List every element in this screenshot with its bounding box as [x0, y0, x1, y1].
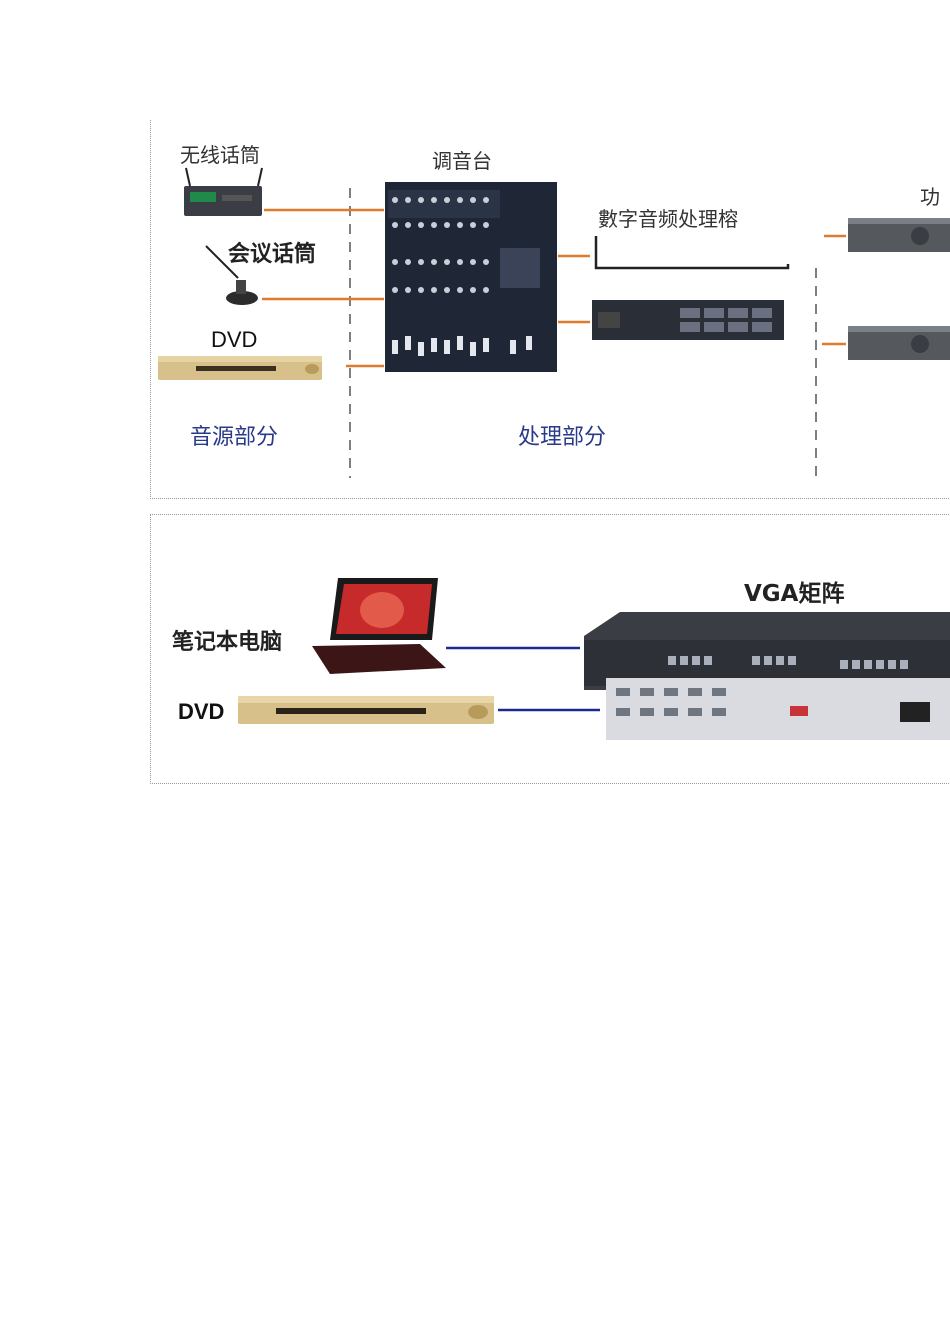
label-mixer: 调音台: [432, 149, 492, 173]
laptop-device: [312, 578, 446, 674]
label-dvd-audio: DVD: [211, 327, 258, 352]
label-amplifier: 功: [920, 185, 940, 209]
video-panel-border: [150, 514, 950, 784]
wireless-mic-receiver: [184, 167, 263, 216]
conference-mic: [205, 245, 258, 305]
dvd-player-video: [238, 696, 494, 724]
vga-matrix-device: [584, 612, 950, 740]
amplifier-1: [848, 218, 950, 252]
label-laptop: 笔记本电脑: [172, 629, 283, 655]
label-source-section: 音源部分: [190, 425, 279, 450]
mixer-device: [385, 182, 557, 372]
label-vga-matrix: VGA矩阵: [744, 581, 845, 607]
label-wireless-mic: 无线话筒: [180, 143, 260, 167]
audio-panel-border: [150, 120, 950, 499]
dvd-player-audio: [158, 356, 322, 380]
audio-cables: [262, 208, 846, 368]
label-conference-mic: 会议话筒: [228, 241, 317, 267]
label-dvd-video: DVD: [178, 699, 225, 724]
dsp-device: [592, 236, 790, 340]
amplifier-2: [848, 326, 950, 360]
label-processing-section: 处理部分: [518, 425, 607, 450]
label-dsp: 數字音频处理榕: [598, 207, 738, 231]
video-cables: [446, 646, 600, 712]
